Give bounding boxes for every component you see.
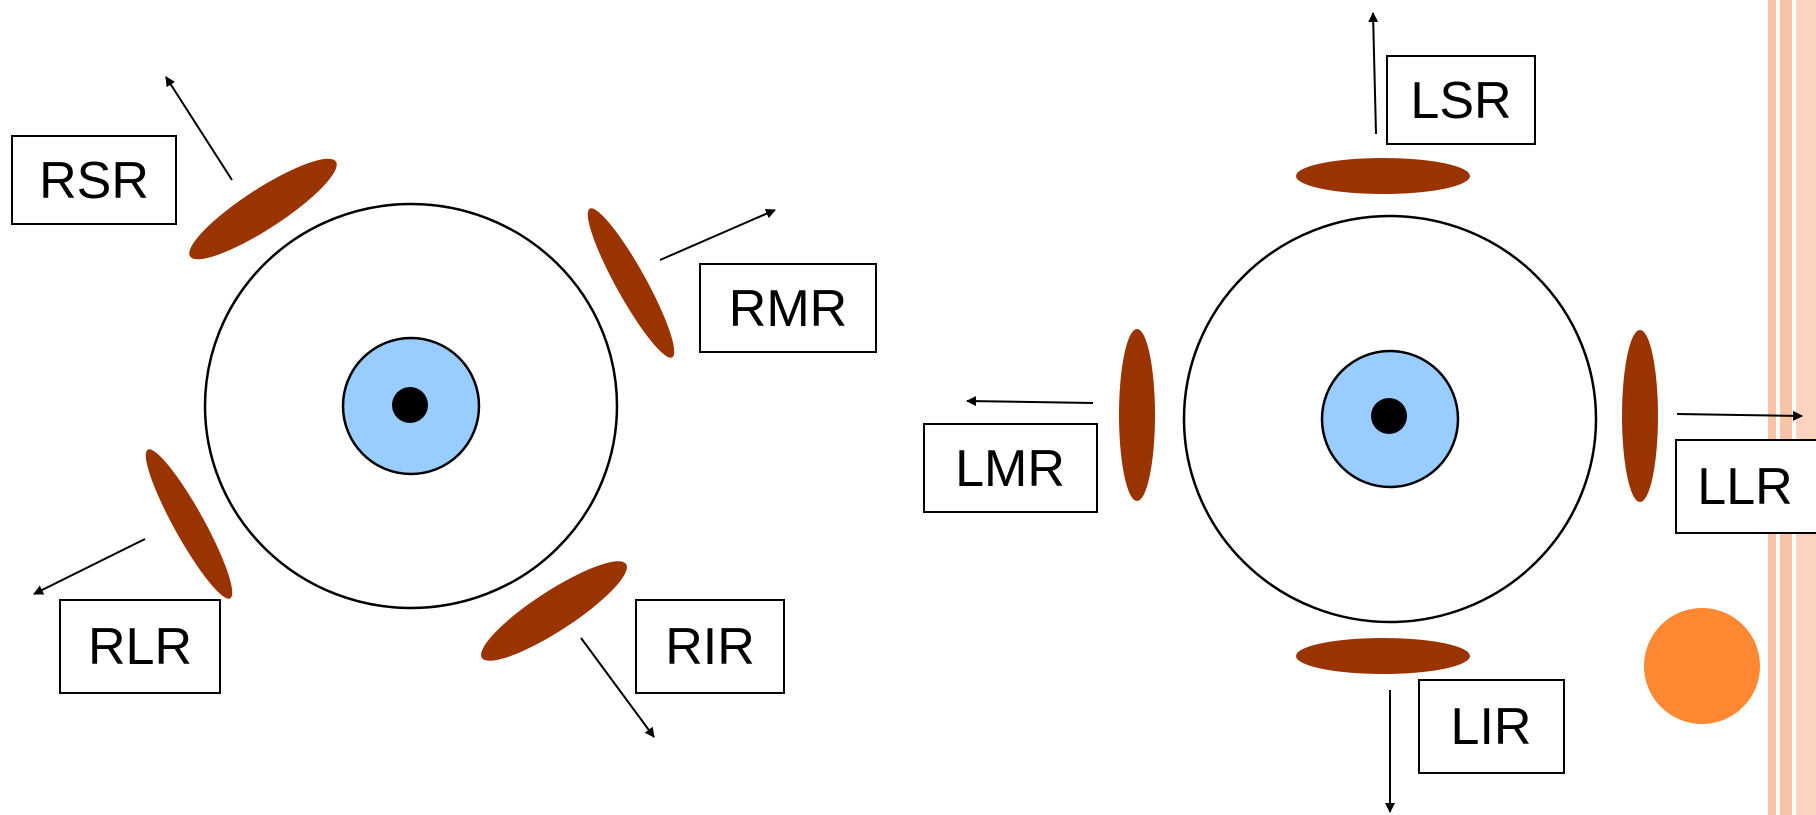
rmr-arrow bbox=[659, 209, 776, 261]
stripe-3 bbox=[1796, 0, 1816, 815]
stripe-1 bbox=[1768, 0, 1776, 815]
rlr-arrow bbox=[33, 538, 146, 595]
lir-label: LIR bbox=[1451, 698, 1532, 756]
stripe-2 bbox=[1780, 0, 1792, 815]
lsr-label-box: LSR bbox=[1386, 55, 1536, 145]
right-pupil bbox=[392, 387, 428, 423]
rir-label: RIR bbox=[665, 618, 755, 676]
rsr-label: RSR bbox=[39, 152, 149, 210]
rmr-label: RMR bbox=[729, 280, 847, 338]
decorative-stripes bbox=[1768, 0, 1816, 815]
rir-arrow bbox=[580, 637, 655, 738]
rmr-muscle bbox=[587, 208, 675, 358]
lmr-label: LMR bbox=[955, 440, 1065, 498]
rlr-label-box: RLR bbox=[59, 599, 221, 694]
rsr-label-box: RSR bbox=[11, 135, 177, 225]
rlr-label: RLR bbox=[88, 618, 192, 676]
lir-label-box: LIR bbox=[1418, 679, 1565, 774]
accent-circle bbox=[1644, 608, 1760, 724]
rsr-muscle bbox=[189, 158, 337, 260]
left-pupil bbox=[1371, 398, 1407, 434]
rir-label-box: RIR bbox=[635, 599, 785, 694]
lsr-muscle bbox=[1296, 158, 1470, 194]
rsr-arrow bbox=[165, 76, 233, 181]
right-eye-group: RSR RMR RLR RIR bbox=[11, 76, 877, 738]
llr-arrow bbox=[1676, 410, 1803, 421]
rlr-muscle bbox=[145, 449, 233, 599]
rir-muscle bbox=[481, 561, 627, 661]
lir-muscle bbox=[1296, 638, 1470, 674]
lsr-label: LSR bbox=[1410, 72, 1511, 130]
rmr-label-box: RMR bbox=[699, 263, 877, 353]
lmr-muscle bbox=[1119, 329, 1155, 501]
left-eye-group: LSR LMR LLR LIR bbox=[923, 12, 1816, 813]
lmr-arrow bbox=[966, 396, 1094, 407]
llr-label-box: LLR bbox=[1675, 439, 1816, 534]
llr-label: LLR bbox=[1697, 458, 1792, 516]
lmr-label-box: LMR bbox=[923, 423, 1098, 513]
lsr-arrow bbox=[1368, 12, 1379, 135]
llr-muscle bbox=[1622, 330, 1658, 502]
